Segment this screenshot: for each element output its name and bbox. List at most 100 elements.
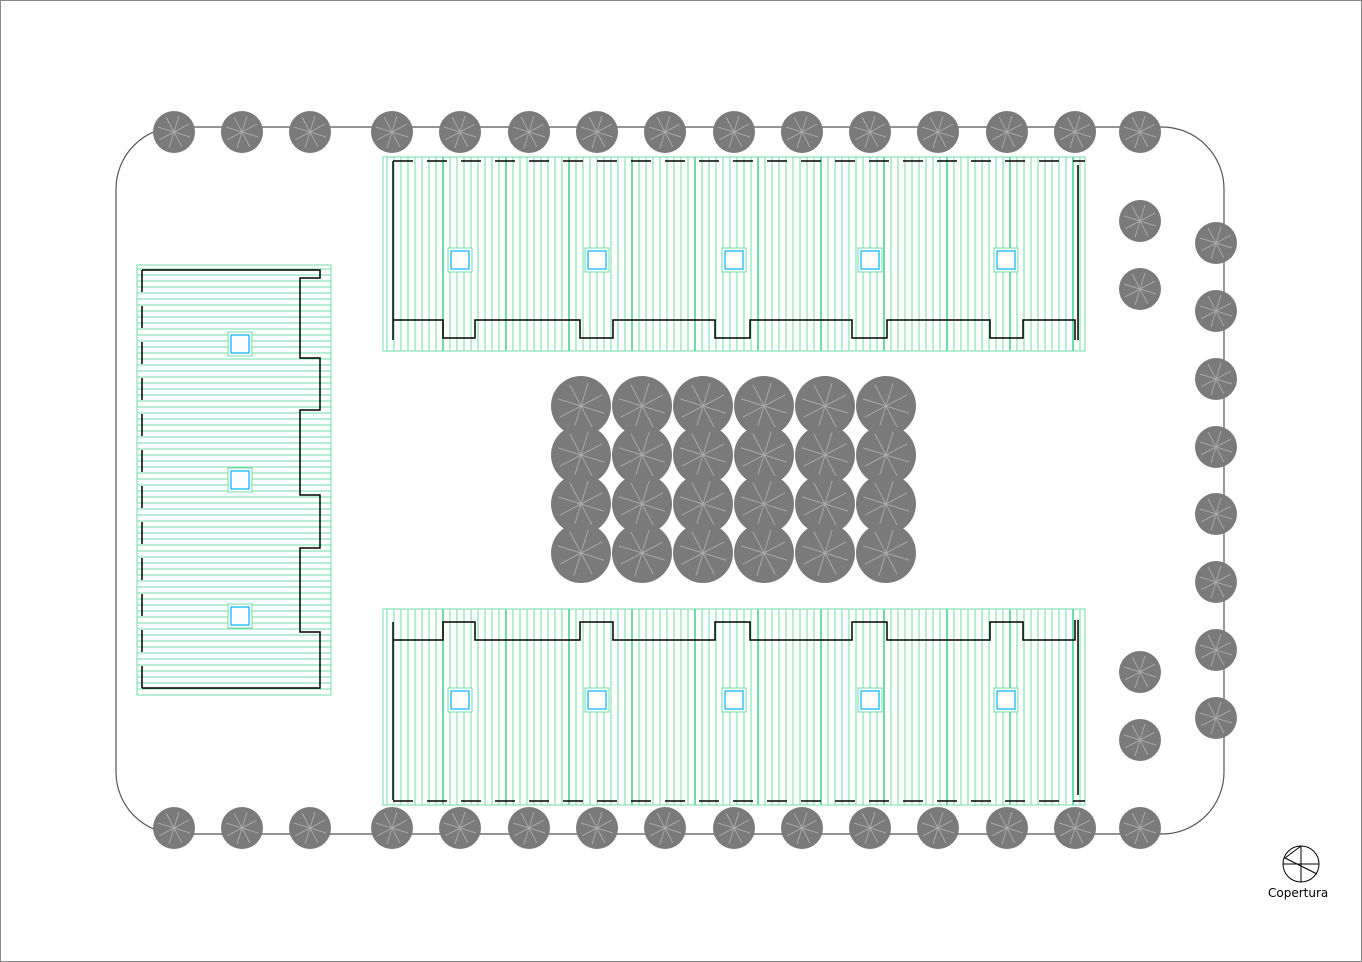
tree-branch <box>1210 446 1217 464</box>
tree-branch <box>801 496 826 505</box>
tree-branch <box>1215 581 1233 588</box>
tree-icon <box>1119 719 1161 761</box>
tree-branch <box>793 812 803 829</box>
tree-branch <box>824 382 833 407</box>
tree-branch <box>1215 378 1225 395</box>
tree-branch <box>1139 288 1157 295</box>
tree-branch <box>885 529 894 554</box>
tree-branch <box>620 405 643 418</box>
tree-branch <box>618 496 643 505</box>
tree-branch <box>664 115 671 133</box>
tree-branch <box>921 822 939 829</box>
tree-icon <box>153 807 195 849</box>
tree-branch <box>1215 294 1222 312</box>
tree-branch <box>557 398 582 407</box>
tree-icon <box>221 111 263 153</box>
tree-branch <box>656 812 666 829</box>
tree-branch <box>1131 812 1141 829</box>
tree-branch <box>1124 220 1141 230</box>
tree-branch <box>375 126 393 133</box>
tree-branch <box>225 822 243 829</box>
tree-branch <box>937 819 954 829</box>
tree-branch <box>991 827 1008 837</box>
tree-branch <box>1215 649 1233 656</box>
tree-branch <box>733 123 750 133</box>
tree-branch <box>885 492 908 505</box>
tree-branch <box>641 431 650 456</box>
tree-branch <box>1001 131 1008 149</box>
tree-branch <box>733 819 750 829</box>
tree-branch <box>786 131 803 141</box>
tree-branch <box>301 812 311 829</box>
tree-branch <box>1006 123 1023 133</box>
tree-branch <box>717 126 735 133</box>
tree-branch <box>740 447 765 456</box>
tree-branch <box>596 827 614 834</box>
tree-branch <box>1069 131 1076 149</box>
tree-branch <box>559 454 582 467</box>
tree-branch <box>1200 513 1217 523</box>
tree-branch <box>813 433 826 456</box>
tree-branch <box>733 827 743 844</box>
tree-branch <box>1207 566 1217 583</box>
tree-branch <box>801 811 808 829</box>
tree-branch <box>173 115 180 133</box>
tree-icon <box>1119 807 1161 849</box>
tree-branch <box>853 126 871 133</box>
tree-branch <box>885 382 894 407</box>
tree-branch <box>1006 115 1013 133</box>
tree-branch <box>580 822 598 829</box>
tree-branch <box>864 405 887 418</box>
tree-branch <box>309 131 319 148</box>
tree-branch <box>1215 717 1233 724</box>
tree-branch <box>1215 242 1233 249</box>
tree-branch <box>864 552 887 565</box>
skylight <box>996 690 1016 710</box>
tree-branch <box>763 405 776 428</box>
tree-branch <box>596 123 613 133</box>
tree-branch <box>1074 811 1081 829</box>
tree-branch <box>528 827 538 844</box>
tree-branch <box>874 384 887 407</box>
tree-branch <box>459 131 477 138</box>
tree-branch <box>824 454 837 477</box>
tree-branch <box>885 454 910 463</box>
tree-branch <box>1006 811 1013 829</box>
tree-branch <box>641 454 654 477</box>
tree-branch <box>241 819 258 829</box>
tree-branch <box>618 545 643 554</box>
tree-branch <box>309 123 326 133</box>
tree-branch <box>740 545 765 554</box>
roof-outline <box>136 264 332 696</box>
tree-branch <box>309 115 316 133</box>
tree-branch <box>443 126 461 133</box>
tree-branch <box>309 827 327 834</box>
tree-icon <box>1195 629 1237 671</box>
tree-icon <box>1195 426 1237 468</box>
tree-branch <box>580 503 605 512</box>
tree-branch <box>573 405 582 430</box>
tree-branch <box>580 443 603 456</box>
tree-branch <box>1131 273 1141 290</box>
tree-branch <box>443 822 461 829</box>
tree-branch <box>728 827 735 845</box>
tree-branch <box>634 503 643 528</box>
tree-branch <box>885 541 908 554</box>
tree-branch <box>648 822 666 829</box>
tree-branch <box>1210 581 1217 599</box>
tree-branch <box>824 503 849 512</box>
tree-branch <box>630 433 643 456</box>
tree-branch <box>1059 131 1076 141</box>
tree-branch <box>1006 819 1023 829</box>
tree-branch <box>864 827 871 845</box>
tree-branch <box>1134 220 1141 238</box>
tree-branch <box>1066 116 1076 133</box>
tree-icon <box>856 425 916 485</box>
tree-branch <box>763 454 788 463</box>
tree-branch <box>580 529 589 554</box>
tree-icon <box>849 111 891 153</box>
tree-icon <box>612 376 672 436</box>
tree-branch <box>801 398 826 407</box>
tree-branch <box>1215 226 1222 244</box>
tree-branch <box>702 541 725 554</box>
